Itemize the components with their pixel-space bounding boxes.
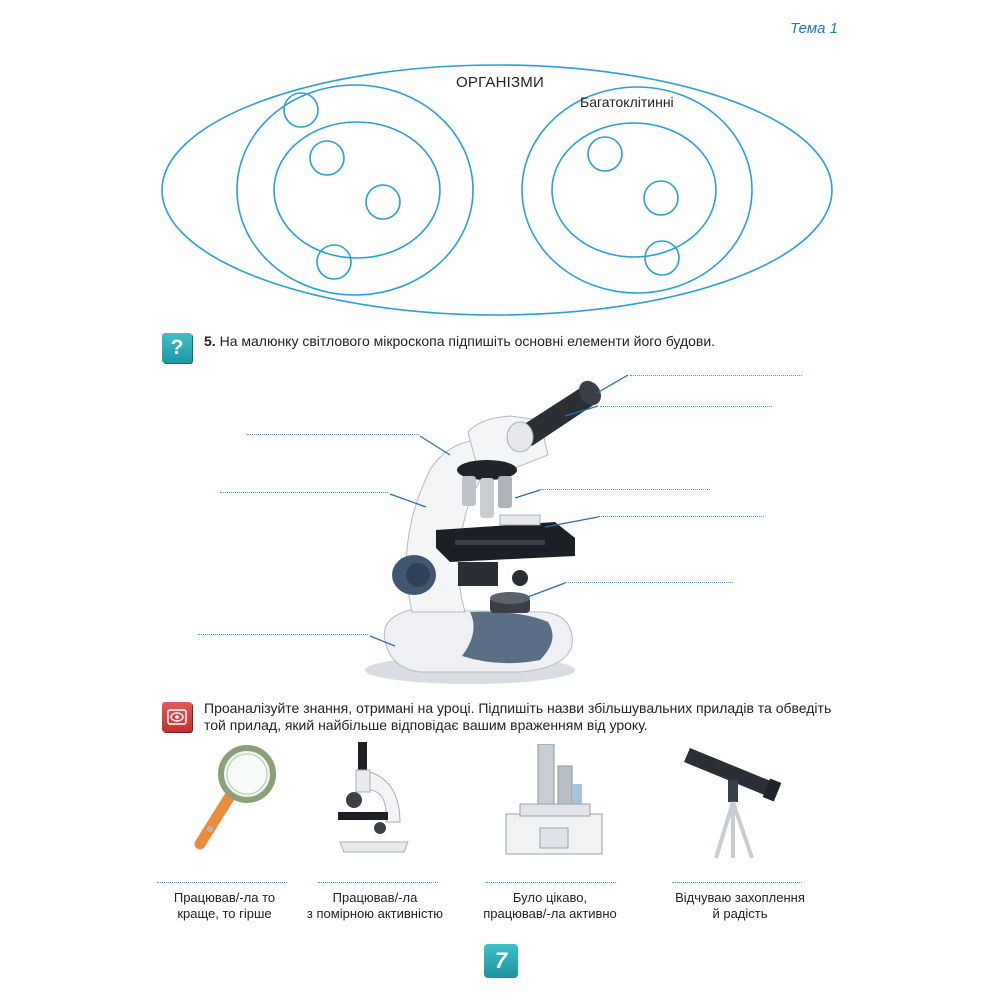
page-number: 7 bbox=[484, 944, 518, 978]
microscope-label-line[interactable] bbox=[198, 634, 368, 635]
option-caption: Відчуваю захоплення й радість bbox=[660, 890, 820, 922]
caption-line: Працював/-ла то bbox=[173, 890, 276, 905]
blank-circle bbox=[644, 240, 680, 276]
blank-circle bbox=[309, 140, 345, 176]
task5-text: На малюнку світлового мікроскопа підпиші… bbox=[219, 333, 716, 349]
reflection-icon bbox=[162, 702, 192, 732]
caption-line: з помірною активністю bbox=[306, 906, 444, 921]
answer-line[interactable] bbox=[672, 882, 802, 883]
caption-line: працював/-ла активно bbox=[483, 906, 617, 921]
organisms-diagram bbox=[161, 64, 833, 316]
answer-line[interactable] bbox=[318, 882, 438, 883]
question-icon: ? bbox=[162, 333, 192, 363]
school-microscope-icon bbox=[338, 742, 409, 853]
caption-line: Працював/-ла bbox=[332, 890, 418, 905]
microscope-label-line[interactable] bbox=[220, 492, 388, 493]
option-caption: Було цікаво, працював/-ла активно bbox=[470, 890, 630, 922]
telescope-icon bbox=[684, 748, 782, 859]
multicellular-label: Багатоклітинні bbox=[580, 94, 674, 110]
right-middle-ellipse bbox=[521, 86, 753, 294]
caption-line: Було цікаво, bbox=[512, 890, 588, 905]
left-inner-ellipse bbox=[273, 121, 441, 259]
blank-circle bbox=[316, 244, 352, 280]
microscope-illustration bbox=[365, 374, 629, 684]
microscope-label-line[interactable] bbox=[565, 582, 733, 583]
microscope-label-line[interactable] bbox=[540, 489, 710, 490]
option-caption: Працював/-ла з помірною активністю bbox=[290, 890, 460, 922]
magnifier-icon bbox=[194, 745, 276, 850]
blank-circle bbox=[643, 180, 679, 216]
microscope-label-line[interactable] bbox=[247, 434, 419, 435]
caption-line: Відчуваю захоплення bbox=[675, 890, 805, 905]
caption-line: краще, то гірше bbox=[177, 906, 272, 921]
topic-header: Тема 1 bbox=[790, 20, 838, 37]
blank-circle bbox=[587, 136, 623, 172]
task5-number: 5. bbox=[204, 333, 216, 349]
microscope-label-line[interactable] bbox=[600, 406, 772, 407]
answer-line[interactable] bbox=[486, 882, 616, 883]
outer-ellipse bbox=[161, 64, 833, 316]
right-inner-ellipse bbox=[551, 122, 717, 258]
organisms-label: ОРГАНІЗМИ bbox=[456, 74, 544, 91]
blank-circle bbox=[365, 184, 401, 220]
microscope-label-line[interactable] bbox=[598, 516, 764, 517]
reflection-instruction: Проаналізуйте знання, отримані на уроці.… bbox=[204, 700, 832, 733]
electron-microscope-icon bbox=[505, 744, 603, 855]
blank-circle bbox=[283, 92, 319, 128]
left-middle-ellipse bbox=[236, 84, 474, 296]
answer-line[interactable] bbox=[157, 882, 287, 883]
microscope-label-line[interactable] bbox=[630, 375, 802, 376]
caption-line: й радість bbox=[712, 906, 768, 921]
option-caption: Працював/-ла то краще, то гірше bbox=[152, 890, 297, 922]
task5-instruction: 5. На малюнку світлового мікроскопа підп… bbox=[204, 333, 715, 349]
